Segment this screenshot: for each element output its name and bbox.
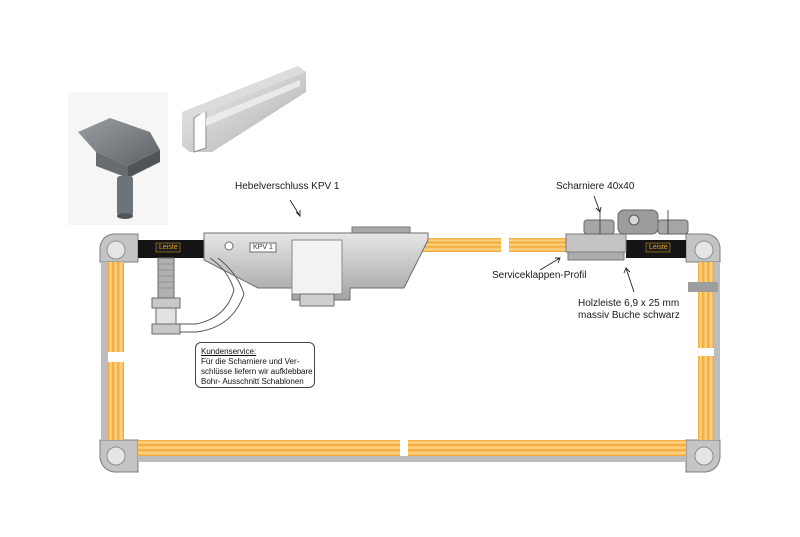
pointer-arrows xyxy=(289,195,635,293)
hinge-40x40 xyxy=(565,209,689,261)
customer-service-heading: Kundenservice: xyxy=(201,347,257,356)
lever-lock-body xyxy=(176,226,429,333)
customer-service-note: Kundenservice: Für die Scharniere und Ve… xyxy=(195,342,315,388)
customer-service-line: schlüsse liefern wir aufklebbare xyxy=(201,367,313,376)
black-strips xyxy=(138,240,686,258)
strip-tag-right: Leiste xyxy=(649,244,668,251)
wood-strip-label-line2: massiv Buche schwarz xyxy=(578,310,680,321)
bolt-assembly xyxy=(151,257,181,335)
lever-lock-label: Hebelverschluss KPV 1 xyxy=(235,181,340,192)
hinge-label: Scharniere 40x40 xyxy=(556,181,635,192)
aluminium-profile-photo xyxy=(182,66,306,153)
frame-corners xyxy=(99,233,721,473)
customer-service-line: Für die Scharniere und Ver- xyxy=(201,357,300,366)
strip-tag-left: Leiste xyxy=(159,244,178,251)
service-profile-label: Serviceklappen-Profil xyxy=(492,270,587,281)
wood-strip-label-line1: Holzleiste 6,9 x 25 mm xyxy=(578,298,680,309)
customer-service-line: Bohr- Ausschnitt Schablonen xyxy=(201,377,304,386)
kpv-tag: KPV 1 xyxy=(253,244,273,251)
corner-piece-photo xyxy=(68,92,168,225)
